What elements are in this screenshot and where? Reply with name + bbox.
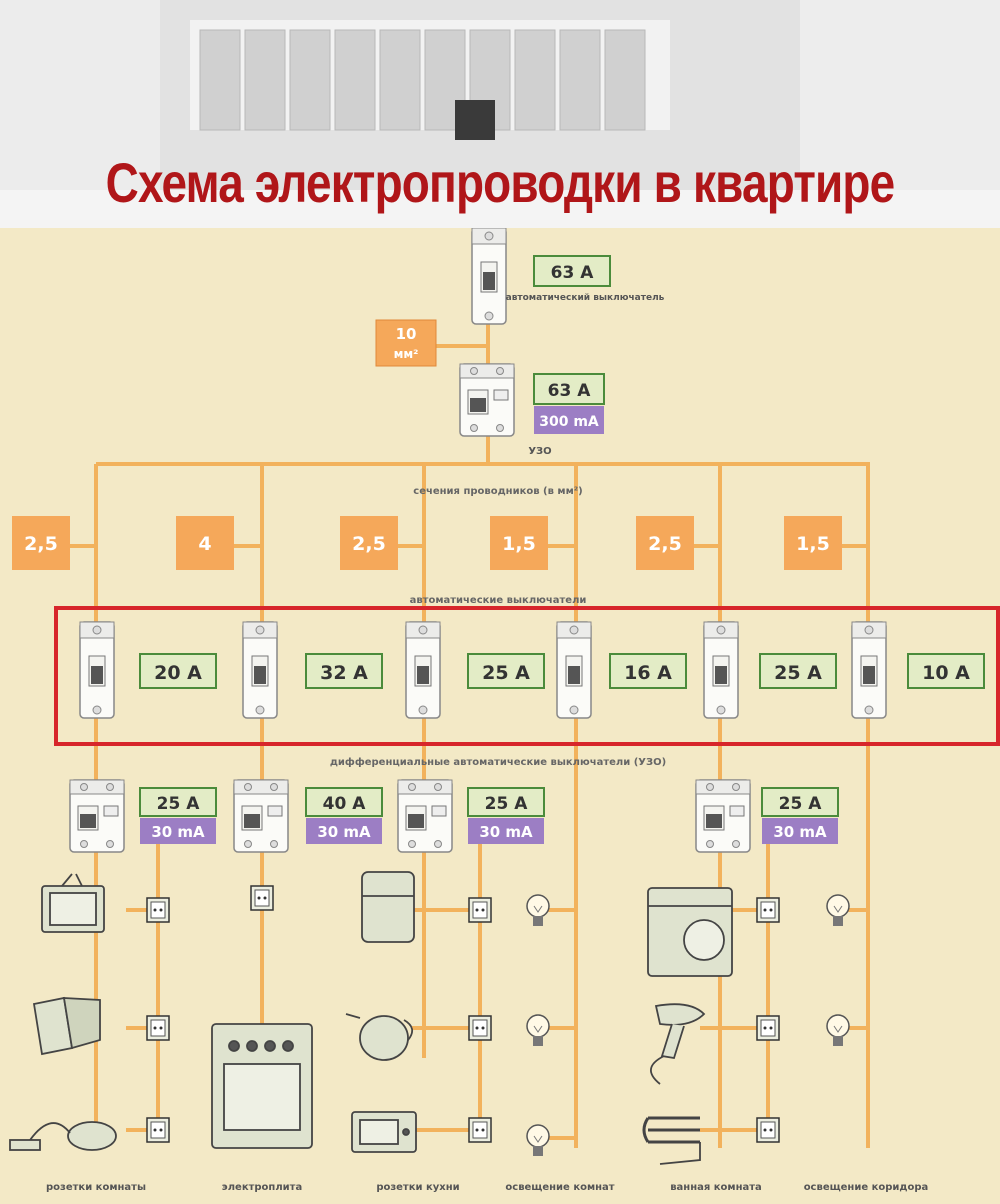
main-breaker-label: автоматический выключатель xyxy=(506,293,665,303)
towel-heater-icon xyxy=(642,1116,701,1165)
wire-section-value: 4 xyxy=(198,533,211,555)
group-label: ванная комната xyxy=(670,1182,762,1193)
group-breakers: 20 A 32 A 25 A 16 A 25 A 10 A xyxy=(79,621,985,719)
refrigerator-icon xyxy=(361,871,415,943)
main-rcd-label: УЗО xyxy=(528,446,551,457)
group-label: розетки комнаты xyxy=(46,1182,146,1193)
breaker-rating: 10 A xyxy=(922,662,970,684)
breaker-rating: 25 A xyxy=(482,662,530,684)
group-label: освещение комнат xyxy=(505,1182,614,1193)
socket-icon xyxy=(756,1015,780,1041)
wire-section-value: 1,5 xyxy=(796,533,830,555)
socket-icon xyxy=(468,1015,492,1041)
socket-icon xyxy=(250,885,274,911)
rcd-current-box xyxy=(140,818,216,844)
breaker-rating: 20 A xyxy=(154,662,202,684)
breaker-rating-box xyxy=(139,653,217,689)
wire-section-box xyxy=(636,516,694,570)
light-bulb-icon xyxy=(526,894,550,927)
tv-icon xyxy=(41,873,105,933)
light-bulb-icon xyxy=(826,1014,850,1047)
light-bulb-icon xyxy=(526,1124,550,1157)
page-title: Схема электропроводки в квартире xyxy=(105,151,896,214)
main-cable-section-value: 10 xyxy=(396,325,417,343)
rcd-rating-box xyxy=(761,787,839,817)
main-rcd xyxy=(459,363,515,437)
light-bulb-icon xyxy=(526,1014,550,1047)
rcd-current-box xyxy=(468,818,544,844)
socket-icon xyxy=(756,1117,780,1143)
rcd-current-box xyxy=(762,818,838,844)
wire-section-value: 1,5 xyxy=(502,533,536,555)
kettle-icon xyxy=(345,1013,414,1061)
group-label: освещение коридора xyxy=(804,1182,929,1193)
group-label: электроплита xyxy=(222,1182,302,1193)
main-rcd-rating-box xyxy=(533,373,605,405)
microwave-icon xyxy=(351,1111,417,1153)
rcd-rating-box xyxy=(467,787,545,817)
rcd-current: 30 mA xyxy=(151,823,205,841)
breaker-rating: 16 A xyxy=(624,662,672,684)
main-rcd-current-box xyxy=(534,406,604,434)
wire-section-box xyxy=(490,516,548,570)
wiring-diagram: 63 A автоматический выключатель 10 мм² 6… xyxy=(0,227,1000,1200)
breaker-rating-box xyxy=(305,653,383,689)
socket-icon xyxy=(756,897,780,923)
breaker-rating-box xyxy=(759,653,837,689)
rcd-rating: 25 A xyxy=(157,794,201,814)
rcd-rating-box xyxy=(305,787,383,817)
breaker-rating: 25 A xyxy=(774,662,822,684)
main-rcd-rating: 63 A xyxy=(548,381,592,401)
breaker-rating-box xyxy=(609,653,687,689)
breaker-rating-box xyxy=(467,653,545,689)
rcd-current: 30 mA xyxy=(479,823,533,841)
wire-sections-label: сечения проводников (в мм²) xyxy=(413,486,582,497)
laptop-icon xyxy=(32,996,101,1056)
wire-section-box xyxy=(176,516,234,570)
group-label: розетки кухни xyxy=(376,1182,459,1193)
main-breaker-rating-box xyxy=(533,255,611,287)
diff-breakers-label: дифференциальные автоматические выключат… xyxy=(330,756,666,768)
wire-section-value: 2,5 xyxy=(648,533,682,555)
rcd-rating-box xyxy=(139,787,217,817)
rcd-rating: 25 A xyxy=(779,794,823,814)
vacuum-cleaner-icon xyxy=(9,1121,117,1151)
rcd-rating: 25 A xyxy=(485,794,529,814)
main-cable-section-box xyxy=(375,319,437,367)
rcd-current-box xyxy=(306,818,382,844)
main-cable-section-unit: мм² xyxy=(394,347,419,361)
main-breaker-rating: 63 A xyxy=(551,263,595,283)
rcd-current: 30 mA xyxy=(773,823,827,841)
wire-section-value: 2,5 xyxy=(352,533,386,555)
socket-icon xyxy=(146,1117,170,1143)
breaker-rating: 32 A xyxy=(320,662,368,684)
light-bulb-icon xyxy=(826,894,850,927)
group-labels: розетки комнаты электроплита розетки кух… xyxy=(46,1182,928,1193)
washing-machine-icon xyxy=(647,887,733,977)
appliances xyxy=(9,871,733,1165)
electric-stove-icon xyxy=(211,1023,313,1149)
wire-section-boxes: 2,5 4 2,5 1,5 2,5 1,5 xyxy=(12,516,842,570)
socket-icon xyxy=(468,897,492,923)
header-photo: Схема электропроводки в квартире xyxy=(0,0,1000,228)
socket-icon xyxy=(146,1015,170,1041)
group-rcds: 25 A 30 mA 40 A 30 mA 25 A 30 mA 25 A 30… xyxy=(69,779,839,853)
wire-section-value: 2,5 xyxy=(24,533,58,555)
rcd-rating: 40 A xyxy=(323,794,367,814)
breakers-label: автоматические выключатели xyxy=(410,595,587,606)
main-breaker xyxy=(471,227,507,325)
wire-section-box xyxy=(12,516,70,570)
main-rcd-current: 300 mA xyxy=(539,414,599,430)
wire-section-box xyxy=(340,516,398,570)
breakers-highlight-frame xyxy=(54,606,1000,746)
socket-icon xyxy=(468,1117,492,1143)
breaker-panel-photo xyxy=(0,0,1000,228)
socket-icon xyxy=(146,897,170,923)
wire-section-box xyxy=(784,516,842,570)
hair-dryer-icon xyxy=(650,1003,706,1085)
breaker-rating-box xyxy=(907,653,985,689)
rcd-current: 30 mA xyxy=(317,823,371,841)
